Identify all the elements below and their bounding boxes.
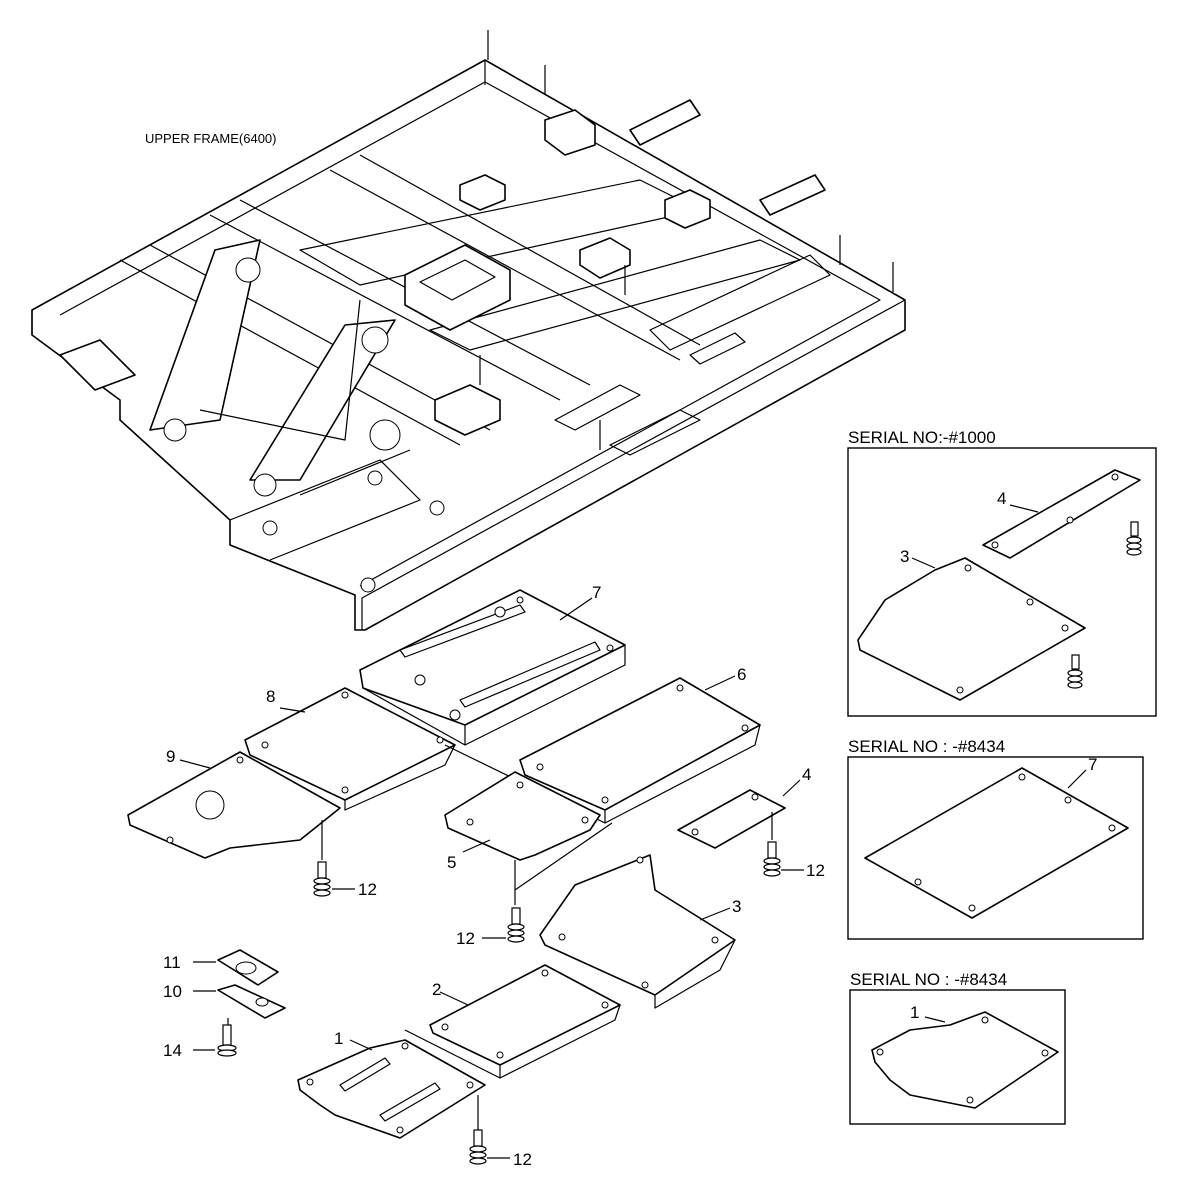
bolt-12-b bbox=[482, 907, 525, 943]
inset-2-serial: SERIAL NO : -#8434 bbox=[848, 737, 1005, 756]
bolt-14 bbox=[217, 1024, 237, 1057]
bolt-12-c bbox=[763, 841, 804, 877]
inset-serial-8434-b: SERIAL NO : -#8434 1 bbox=[849, 970, 1066, 1125]
bolt-12-d bbox=[469, 1129, 510, 1165]
callout-6: 6 bbox=[737, 665, 746, 684]
inset-3-part-1: 1 bbox=[910, 1003, 919, 1022]
callout-12-b: 12 bbox=[456, 929, 475, 948]
part-5-plate bbox=[444, 771, 613, 905]
callout-4: 4 bbox=[802, 765, 811, 784]
inset-1-part-4: 4 bbox=[997, 489, 1006, 508]
upper-frame-title: UPPER FRAME(6400) bbox=[145, 131, 276, 146]
part-9-plate bbox=[127, 751, 341, 860]
callout-3: 3 bbox=[732, 897, 741, 916]
callout-8: 8 bbox=[266, 687, 275, 706]
callout-5: 5 bbox=[447, 853, 456, 872]
bolt-12-a bbox=[313, 861, 355, 897]
callout-12-a: 12 bbox=[358, 880, 377, 899]
part-8-plate bbox=[244, 687, 456, 811]
callout-9: 9 bbox=[166, 747, 175, 766]
part-10-11-gaskets bbox=[193, 949, 286, 1051]
inset-serial-8434-a: SERIAL NO : -#8434 7 bbox=[847, 737, 1144, 940]
part-6-plate bbox=[444, 675, 761, 824]
callout-12-d: 12 bbox=[513, 1150, 532, 1169]
inset-serial-1000: SERIAL NO:-#1000 4 3 bbox=[847, 428, 1157, 717]
inset-1-serial: SERIAL NO:-#1000 bbox=[848, 428, 996, 447]
upper-frame-drawing: UPPER FRAME(6400) bbox=[31, 30, 906, 631]
part-1-plate bbox=[297, 1039, 486, 1139]
part-2-plate bbox=[404, 964, 621, 1079]
callout-14: 14 bbox=[163, 1041, 182, 1060]
callout-12-c: 12 bbox=[806, 861, 825, 880]
part-3-plate bbox=[539, 854, 736, 1009]
part-4-plate bbox=[677, 779, 801, 849]
callout-10: 10 bbox=[163, 982, 182, 1001]
callout-2: 2 bbox=[432, 980, 441, 999]
callout-11: 11 bbox=[163, 953, 181, 972]
inset-1-part-3: 3 bbox=[900, 547, 909, 566]
inset-3-serial: SERIAL NO : -#8434 bbox=[850, 970, 1007, 989]
part-7-plate bbox=[359, 589, 626, 746]
inset-2-part-7: 7 bbox=[1088, 755, 1097, 774]
callout-7: 7 bbox=[592, 583, 601, 602]
callout-1: 1 bbox=[334, 1029, 343, 1048]
